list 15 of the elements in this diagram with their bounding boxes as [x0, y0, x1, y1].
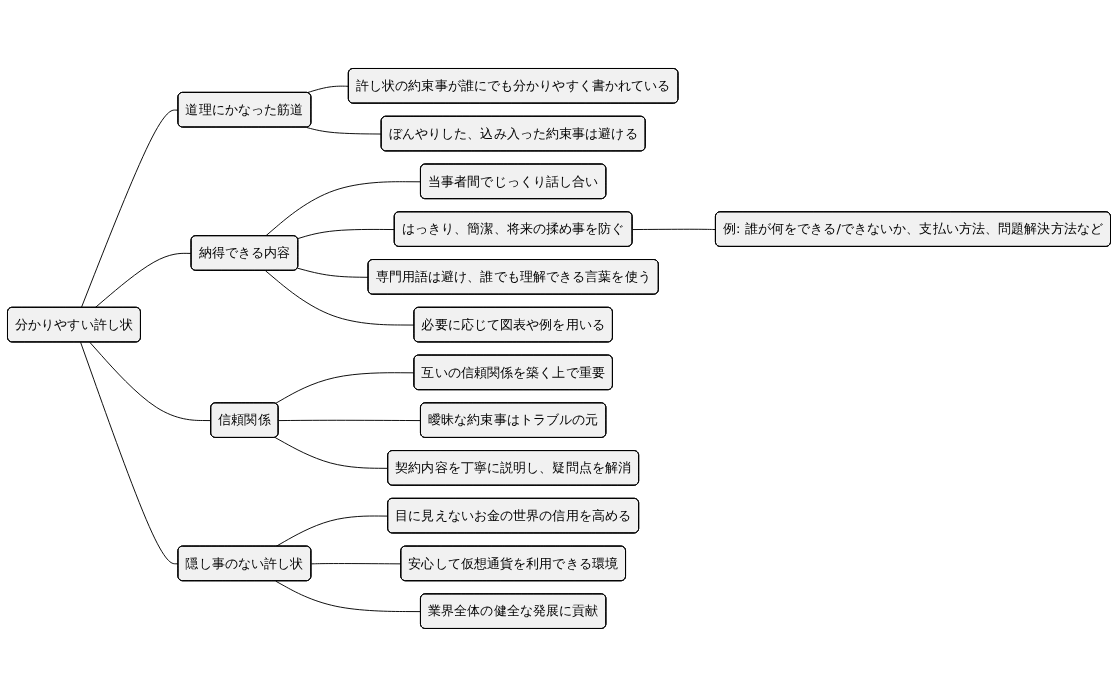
connector: [80, 109, 179, 308]
connector: [310, 562, 402, 564]
connector: [274, 436, 389, 469]
connector: [274, 371, 415, 404]
connector: [306, 126, 383, 135]
connector: [297, 267, 369, 278]
connector: [297, 228, 396, 239]
connector: [278, 419, 422, 421]
connector: [265, 180, 422, 237]
connector: [275, 580, 422, 612]
connector: [80, 341, 179, 564]
connector: [306, 85, 350, 93]
connector: [265, 269, 415, 326]
connector: [632, 228, 717, 230]
connector: [89, 341, 212, 421]
